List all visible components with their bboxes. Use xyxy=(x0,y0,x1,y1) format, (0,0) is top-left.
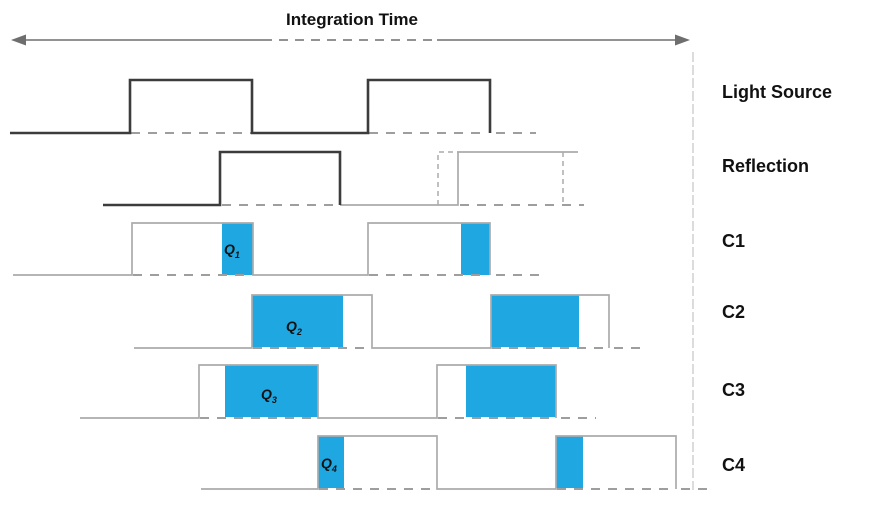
integration-time-label: Integration Time xyxy=(286,10,418,29)
reflection-waveform xyxy=(103,150,584,207)
q1-label: Q1 xyxy=(224,241,240,260)
row-label-c2: C2 xyxy=(722,302,745,322)
reflection-expected-pulse-dashes xyxy=(437,151,564,205)
arrow-right-head-icon xyxy=(675,34,690,46)
c2-waveform: Q2 xyxy=(134,294,646,349)
c1-pulse-train xyxy=(13,222,491,276)
q2-charge-region xyxy=(252,295,343,347)
q1-charge-region xyxy=(222,223,253,275)
q1-charge-region-2 xyxy=(461,223,490,275)
q3-charge-region-2 xyxy=(466,365,556,417)
arrow-left-head-icon xyxy=(11,34,26,46)
integration-time-arrow xyxy=(11,34,690,46)
c2-pulse-train xyxy=(134,294,610,349)
row-label-c4: C4 xyxy=(722,455,745,475)
row-label-reflection: Reflection xyxy=(722,156,809,176)
c3-pulse-train xyxy=(80,364,557,419)
row-label-light-source: Light Source xyxy=(722,82,832,102)
row-label-c1: C1 xyxy=(722,231,745,251)
reflection-second-pulse xyxy=(340,151,578,206)
light-source-waveform xyxy=(10,78,536,135)
c3-waveform: Q3 xyxy=(80,364,596,419)
row-labels: Light Source Reflection C1 C2 C3 C4 xyxy=(722,82,832,475)
row-label-c3: C3 xyxy=(722,380,745,400)
q3-label: Q3 xyxy=(261,386,277,405)
q4-charge-region xyxy=(318,436,344,488)
q2-charge-region-2 xyxy=(491,295,579,347)
c4-waveform: Q4 xyxy=(201,435,712,490)
q4-charge-region-2 xyxy=(556,436,583,488)
q2-label: Q2 xyxy=(286,318,302,337)
c4-pulse-train xyxy=(201,435,677,490)
c1-waveform: Q1 xyxy=(13,222,540,276)
q3-charge-region xyxy=(225,365,318,417)
reflection-first-pulse xyxy=(103,150,342,207)
light-source-pulse-train xyxy=(10,78,492,135)
q4-label: Q4 xyxy=(321,455,337,474)
